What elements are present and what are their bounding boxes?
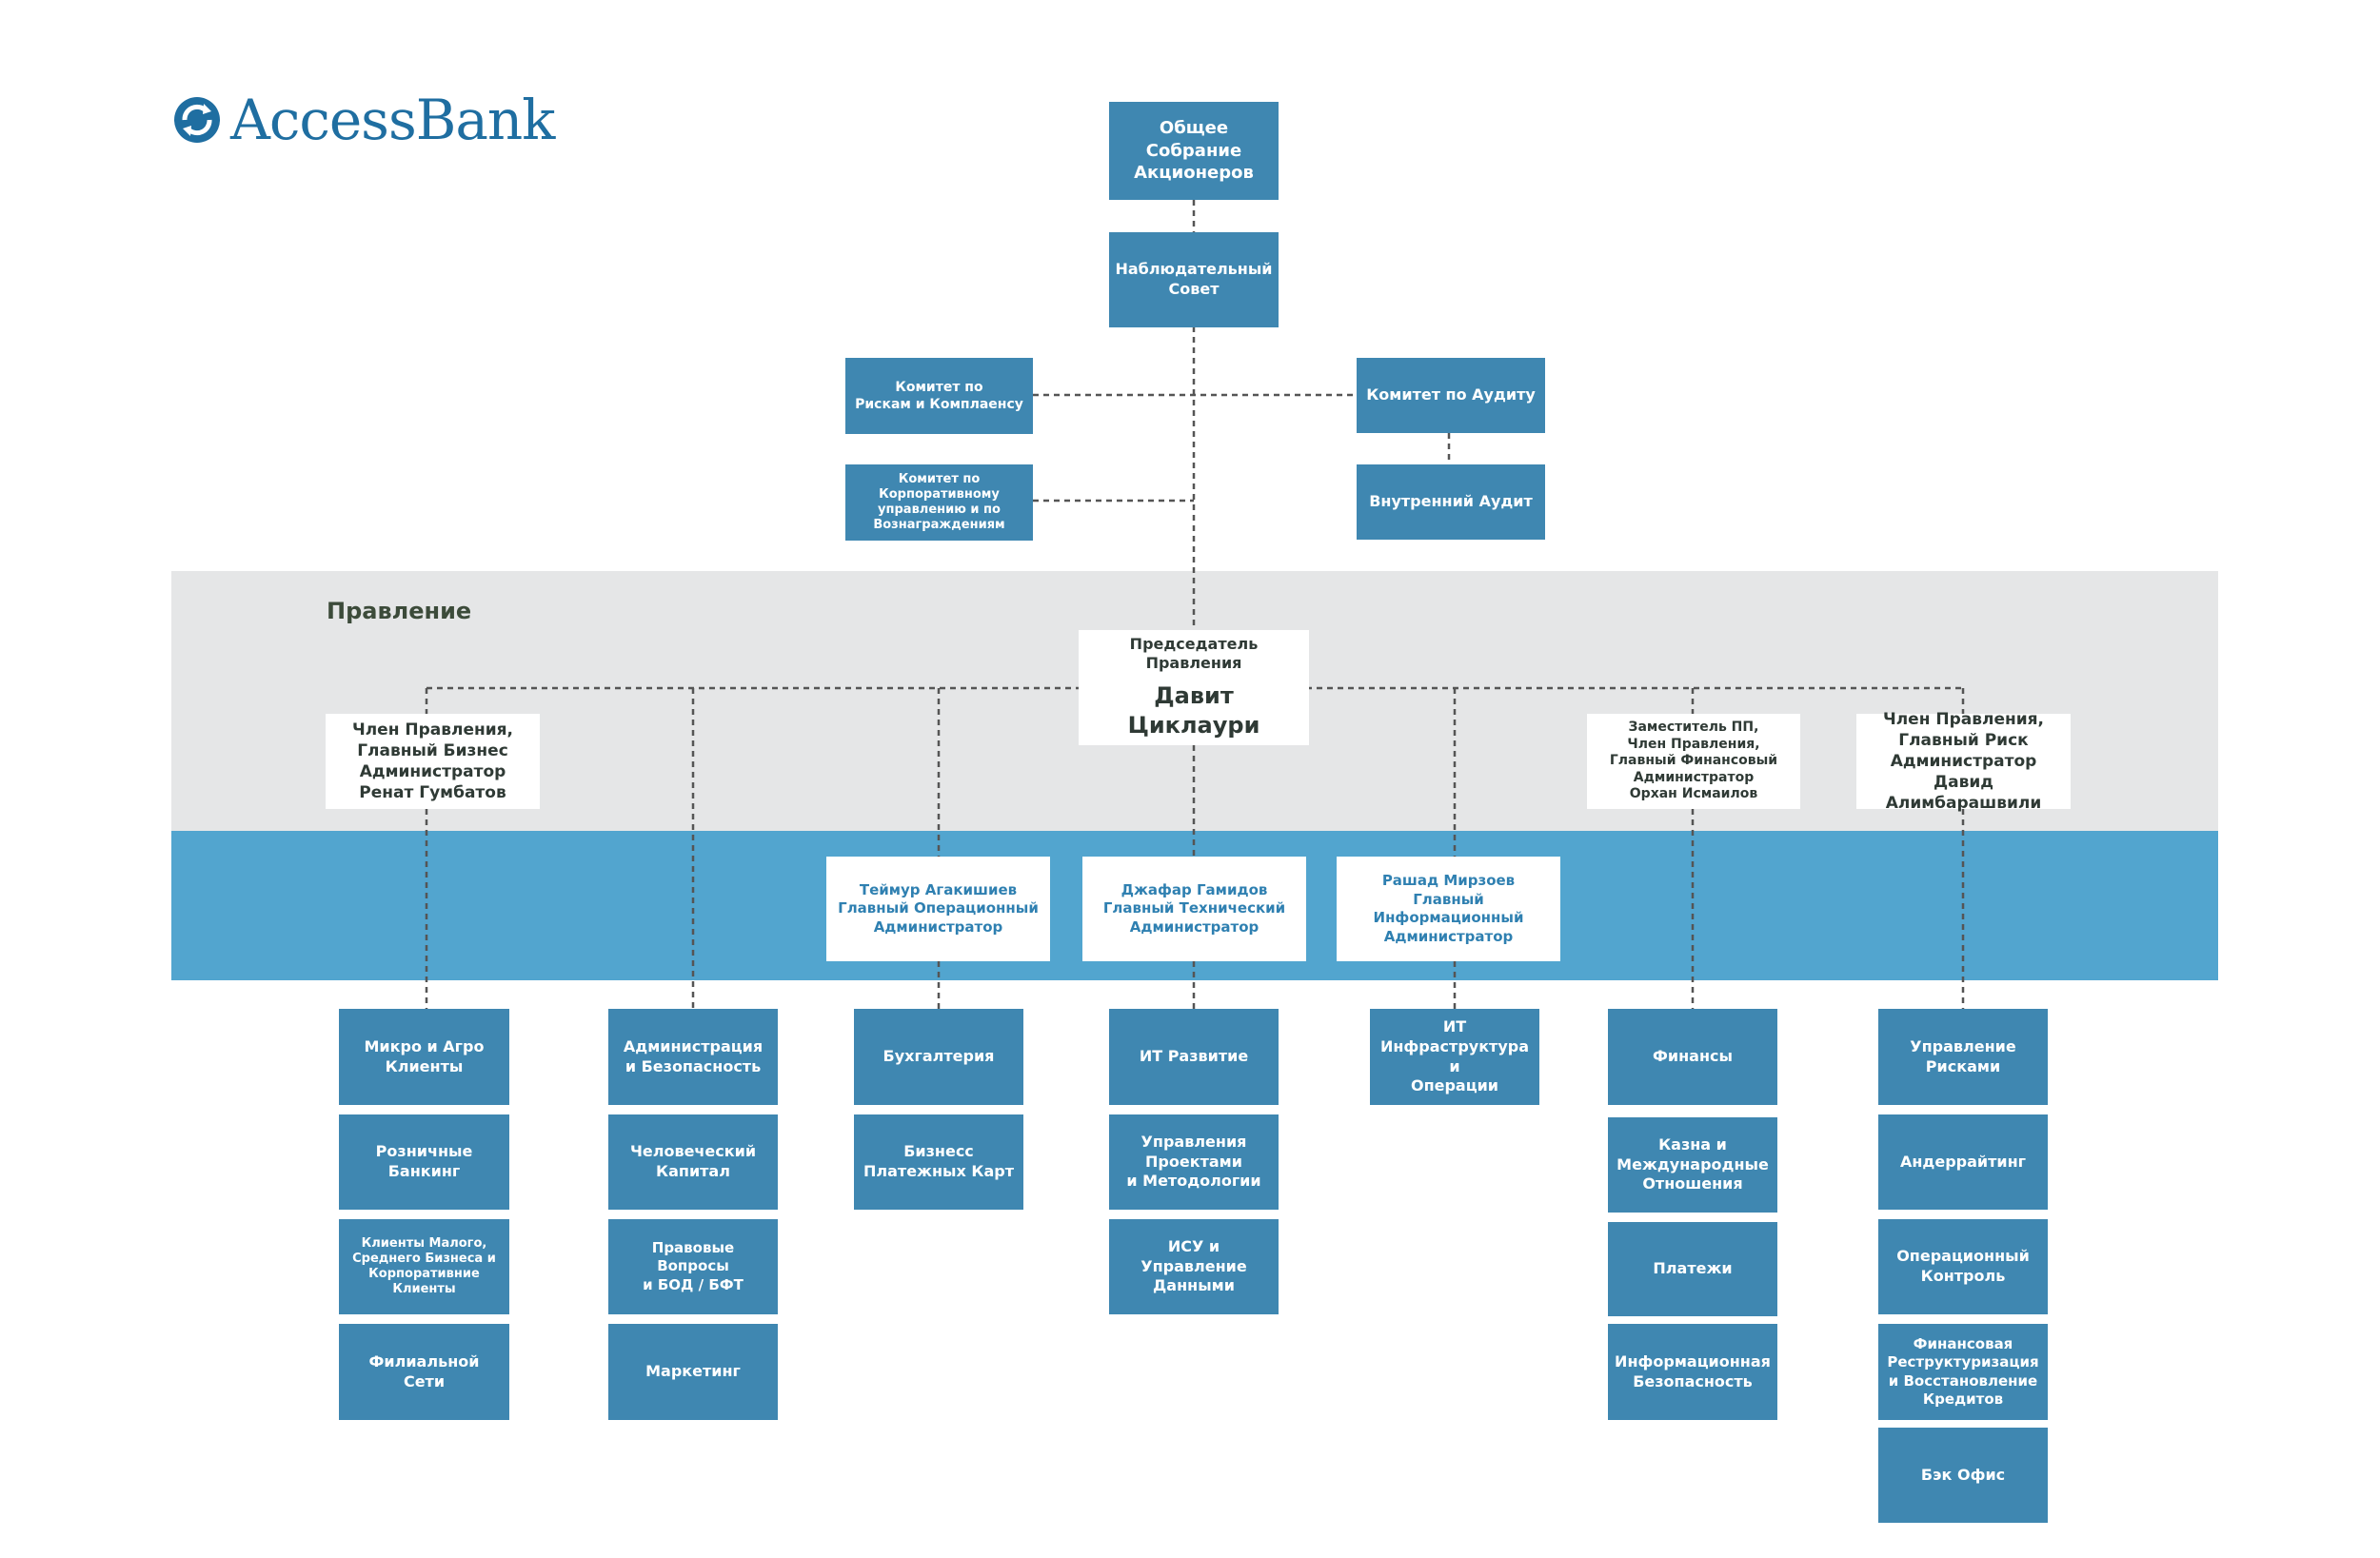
access-bank-swirl-icon [174,97,220,143]
chairman-name: Давит Циклаури [1127,682,1260,740]
dept-branch-network: Филиальной Сети [339,1324,509,1420]
audit-committee-box: Комитет по Аудиту [1357,358,1545,433]
board-label: Правление [327,598,472,624]
dept-sme-corporate: Клиенты Малого, Среднего Бизнеса и Корпо… [339,1219,509,1314]
dept-accounting: Бухгалтерия [854,1009,1023,1105]
dept-financial-restructuring: Финансовая Реструктуризация и Восстановл… [1878,1324,2048,1420]
dept-underwriting: Андеррайтинг [1878,1114,2048,1210]
dept-it-development: ИТ Развитие [1109,1009,1279,1105]
dept-retail-banking: Розничные Банкинг [339,1114,509,1210]
internal-audit-box: Внутренний Аудит [1357,464,1545,540]
dept-mis-data: ИСУ и Управление Данными [1109,1219,1279,1314]
dept-operational-control: Операционный Контроль [1878,1219,2048,1314]
dept-admin-security: Администрация и Безопасность [608,1009,778,1105]
dept-legal: Правовые Вопросы и БОД / БФТ [608,1219,778,1314]
cio-box: Рашад Мирзоев Главный Информационный Адм… [1337,857,1560,961]
chairman-box: Председатель Правления Давит Циклаури [1079,630,1309,745]
deputy-cfo-box: Заместитель ПП, Член Правления, Главный … [1587,714,1800,809]
chief-risk-officer-box: Член Правления, Главный Риск Администрат… [1856,710,2071,813]
dept-it-infrastructure: ИТ Инфраструктура и Операции [1370,1009,1539,1105]
dept-information-security: Информационная Безопасность [1608,1324,1777,1420]
dept-card-business: Бизнесс Платежных Карт [854,1114,1023,1210]
dept-treasury: Казна и Международные Отношения [1608,1117,1777,1213]
dept-marketing: Маркетинг [608,1324,778,1420]
dept-back-office: Бэк Офис [1878,1428,2048,1523]
dept-micro-agro: Микро и Агро Клиенты [339,1009,509,1105]
risk-compliance-committee-box: Комитет по Рискам и Комплаенсу [845,358,1033,434]
dept-human-capital: Человеческий Капитал [608,1114,778,1210]
governance-remuneration-committee-box: Комитет по Корпоративному управлению и п… [845,464,1033,541]
shareholders-meeting-box: Общее Собрание Акционеров [1109,102,1279,200]
chairman-title: Председатель Правления [1129,634,1259,673]
cto-box: Джафар Гамидов Главный Технический Админ… [1082,857,1306,961]
dept-payments: Платежи [1608,1222,1777,1316]
coo-box: Теймур Агакишиев Главный Операционный Ад… [826,857,1050,961]
access-bank-logo: AccessBank [171,88,555,152]
dept-finance: Финансы [1608,1009,1777,1105]
supervisory-board-box: Наблюдательный Совет [1109,232,1279,327]
dept-risk-management: Управление Рисками [1878,1009,2048,1105]
logo-text: AccessBank [230,88,555,152]
chief-business-officer-box: Член Правления, Главный Бизнес Администр… [326,714,540,809]
dept-project-management: Управления Проектами и Методологии [1109,1114,1279,1210]
